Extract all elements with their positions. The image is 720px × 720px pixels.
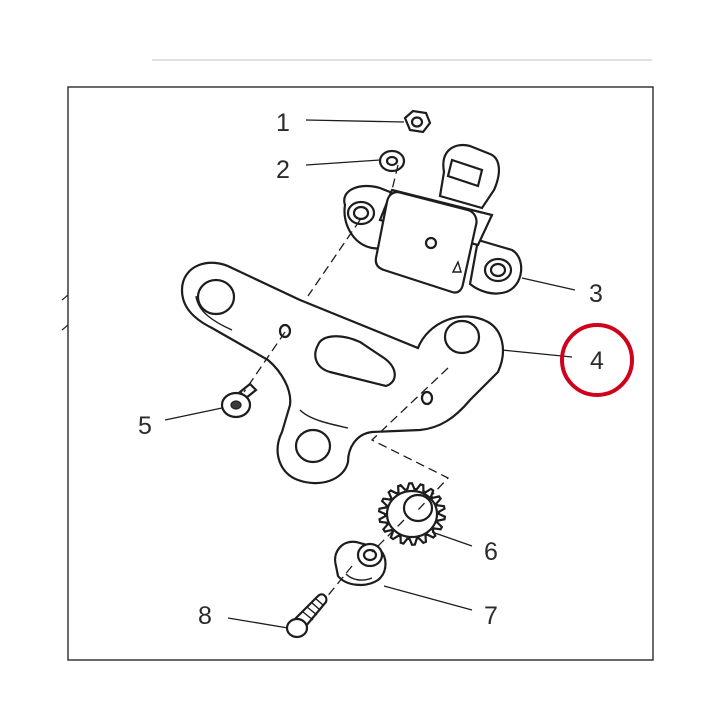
callout-6: 6 — [484, 538, 498, 566]
part-7-bushing — [334, 540, 387, 586]
callout-5: 5 — [138, 412, 152, 440]
part-2-washer — [378, 149, 406, 173]
callout-4: 4 — [590, 347, 604, 375]
frame-notch — [61, 294, 69, 331]
leader-2 — [305, 159, 381, 166]
part-1-nut — [403, 109, 432, 134]
axis-screw-to-bracket — [243, 331, 286, 393]
callout-7: 7 — [484, 602, 498, 630]
callout-2: 2 — [276, 156, 290, 184]
leader-8 — [227, 617, 289, 629]
callout-8: 8 — [198, 602, 212, 630]
part-6-gear — [377, 482, 447, 546]
leader-3 — [521, 277, 576, 291]
part-8-bolt — [285, 593, 328, 639]
axis-bushing-to-bolt — [325, 565, 353, 599]
leader-1 — [305, 119, 405, 123]
highlight-circle-callout-4 — [560, 323, 634, 397]
axis-bracket-to-gear — [370, 367, 450, 511]
axis-sensor-to-bracket — [307, 219, 361, 297]
callout-3: 3 — [589, 280, 603, 308]
leader-7 — [383, 585, 473, 611]
diagram-frame — [67, 86, 654, 661]
part-4-bracket — [180, 261, 505, 485]
leader-5 — [164, 407, 223, 421]
part-5-screw — [220, 382, 258, 419]
callout-1: 1 — [276, 109, 290, 137]
axis-washer-to-sensor — [391, 164, 399, 191]
axis-gear-to-bushing — [371, 519, 405, 553]
leader-6 — [431, 531, 473, 547]
part-3-sensor — [343, 143, 523, 295]
